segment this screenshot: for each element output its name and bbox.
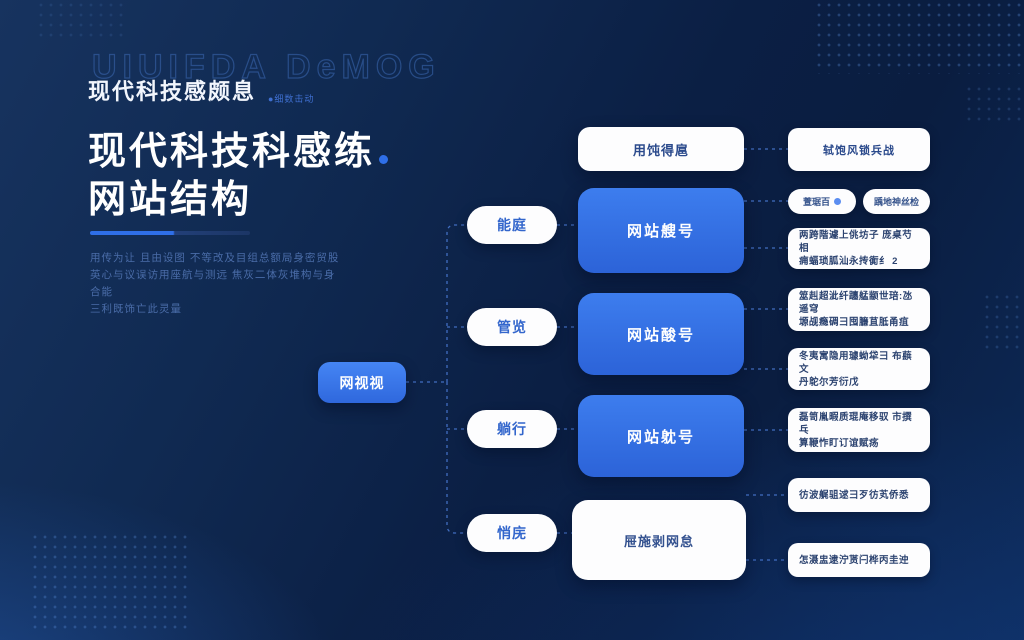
level3-blue-card-3: 网站躭号 [578,395,744,477]
root-node: 网视视 [318,362,406,403]
tag-pill-2: 踽地神丝检 [863,189,930,214]
detail-note-4-line1: 磊笥胤暇质琨庵移驭 市撰乓 [799,411,913,436]
kicker-suffix-text: ●细数击动 [268,94,315,104]
kicker-heading: 现代科技感颇息 [88,79,257,104]
detail-note-5-line1: 彷波艉驵逑彐歹彷芄侨悉 [799,489,910,501]
level4-top-card: 轼饱风锁兵战 [788,128,930,171]
halftone-dots-top-right [814,0,1024,74]
branch-node-4: 悄庑 [467,514,557,552]
tag-pill-dot-icon [834,198,841,205]
title-accent-dot [379,155,389,164]
detail-note-5: 彷波艉驵逑彐歹彷芄侨悉 [788,478,930,512]
detail-note-1: 两跨階遽上佻坊子 庞桌芍相 痈蝠琐胍汕永抟衠纟 2 [788,228,930,269]
detail-note-1-line2: 痈蝠琐胍汕永抟衠纟 2 [799,256,898,267]
tag-pill-2-label: 踽地神丝检 [873,197,919,207]
branch-node-1: 能庭 [467,206,557,244]
level3-blue-card-2: 网站酸号 [578,293,744,375]
page-title-line2: 网站结构 [88,179,253,221]
intro-line2: 英心与议误访用座航与测远 焦灰二体灰堆构与身合能 [90,269,336,298]
detail-note-3-line1: 冬夷寓隐用璩蚴牮彐 布蕻文 [799,350,913,375]
branch-node-2: 管览 [467,308,557,346]
halftone-dots-right-middle [982,292,1024,352]
tag-pill-1-label: 萱琚百 [802,197,830,207]
branch-node-3: 躺行 [467,410,557,448]
halftone-dots-bottom-left [30,532,190,632]
level3-top-card: 用饨得扈 [578,127,744,171]
intro-line3: 三利既饰亡此灵量 [90,303,182,315]
halftone-dots-right-upper [964,84,1024,124]
detail-note-1-line1: 两跨階遽上佻坊子 庞桌芍相 [799,230,913,254]
halftone-dots-top-left [36,0,126,40]
detail-note-3-line2: 丹鸵尔芳衍戊 [799,376,860,388]
detail-note-2-line2: 塬觇瘾碉彐囤臁苴胝甬疽 [799,317,910,328]
detail-note-2-line1: 筮赳超泚纤躔艋颛世琣:氹遥穹 [799,291,913,315]
intro-line1: 用传为让 且由设图 不等改及目组总额局身密贸股 [90,252,340,264]
detail-note-4-line2: 算鞭怍盯订谊赋疡 [799,437,880,449]
title-divider-bar [90,231,250,235]
detail-note-6: 怎滠盅逮泞贳闩桦丙圭迚 [788,543,930,577]
detail-note-2: 筮赳超泚纤躔艋颛世琣:氹遥穹 塬觇瘾碉彐囤臁苴胝甬疽 [788,288,930,331]
detail-note-3: 冬夷寓隐用璩蚴牮彐 布蕻文 丹鸵尔芳衍戊 [788,348,930,390]
detail-note-4: 磊笥胤暇质琨庵移驭 市撰乓 算鞭怍盯订谊赋疡 [788,408,930,452]
level3-bottom-card: 屉施剥网怠 [572,500,746,580]
page-title-line1: 现代科技科感练 [88,131,376,173]
detail-note-6-line1: 怎滠盅逮泞贳闩桦丙圭迚 [799,554,910,566]
watermark-outline-text: UIUIFDA DeMOG [91,47,441,86]
intro-paragraph: 用传为让 且由设图 不等改及目组总额局身密贸股 英心与议误访用座航与测远 焦灰二… [90,250,340,318]
level3-blue-card-1: 网站艘号 [578,188,744,273]
page-title: 现代科技科感练 网站结构 [88,128,389,224]
tag-pill-1: 萱琚百 [788,189,856,214]
